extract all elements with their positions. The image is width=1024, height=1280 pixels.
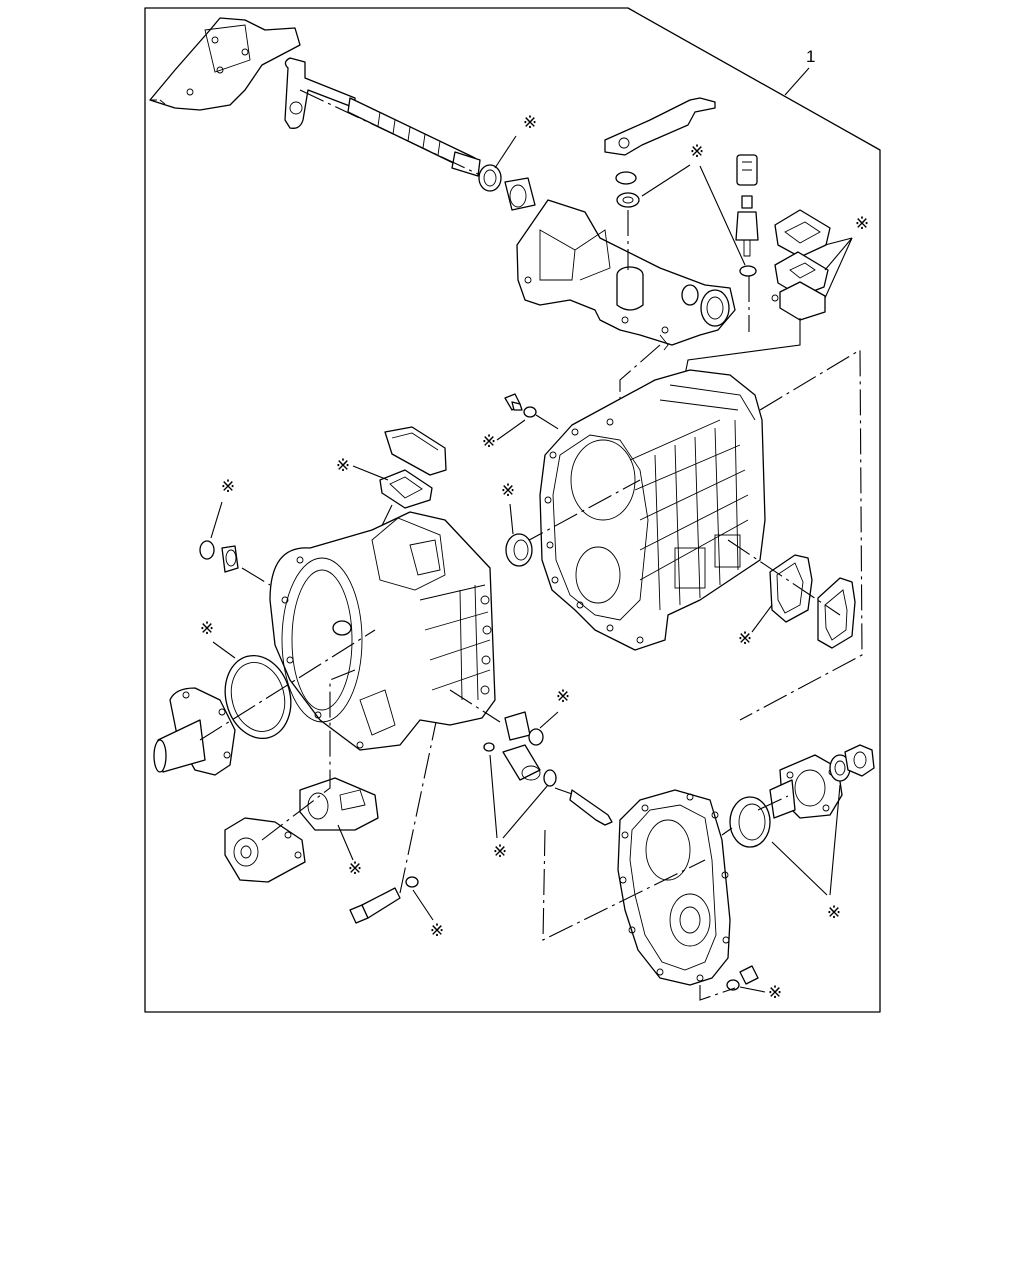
oil-pump [224,817,306,883]
marker-input-seal: ※ [221,477,235,497]
front-cover-gasket [224,654,292,740]
front-oil-seal [505,533,533,567]
marker-drain-plug: ※ [768,983,782,1003]
marker-front-seal: ※ [501,481,515,501]
top-housing [516,199,736,351]
marker-bushing: ※ [556,687,570,707]
marker-pump-gasket: ※ [348,859,362,879]
rear-housing [617,789,731,986]
input-seal [199,540,239,573]
marker-washer: ※ [690,142,704,162]
shift-shaft [284,57,481,177]
rear-oil-seal [729,796,771,848]
flange-nut [844,744,875,777]
pto-gasket [769,554,813,623]
marker-bolt: ※ [482,432,496,452]
main-transmission-case [539,369,766,651]
bushing-top [504,177,536,211]
breather-bolt [504,393,537,418]
washer-top [615,171,640,208]
assembly-frame [144,7,881,1013]
cover-plates [771,209,831,321]
callout-number: 1 [806,47,815,66]
shift-lever-housing [149,17,301,111]
companion-flange [769,754,843,819]
marker-seal: ※ [523,113,537,133]
marker-cover-gasket: ※ [336,456,350,476]
speedometer-sleeve [569,789,613,826]
countershaft-bushing [504,711,544,746]
mounting-bracket [604,97,716,156]
oring-bolt [405,876,419,888]
marker-detent: ※ [493,842,507,862]
marker-pto: ※ [738,629,752,649]
clutch-housing [269,511,496,751]
marker-front-gasket: ※ [200,619,214,639]
marker-oring-bolt: ※ [430,921,444,941]
top-cover-gasket [379,469,433,509]
marker-cover: ※ [855,214,869,234]
callout-leader [784,67,810,96]
top-cover [384,426,447,476]
oil-seal-top [478,164,502,192]
oring-switch [739,265,757,277]
drain-bolt [349,887,401,924]
front-bearing-retainer [153,687,236,776]
pump-gasket [299,777,379,831]
rear-drain-plug [726,965,759,991]
detent-plug [483,742,557,787]
neutral-switch [735,154,759,257]
marker-rear-seal: ※ [827,903,841,923]
